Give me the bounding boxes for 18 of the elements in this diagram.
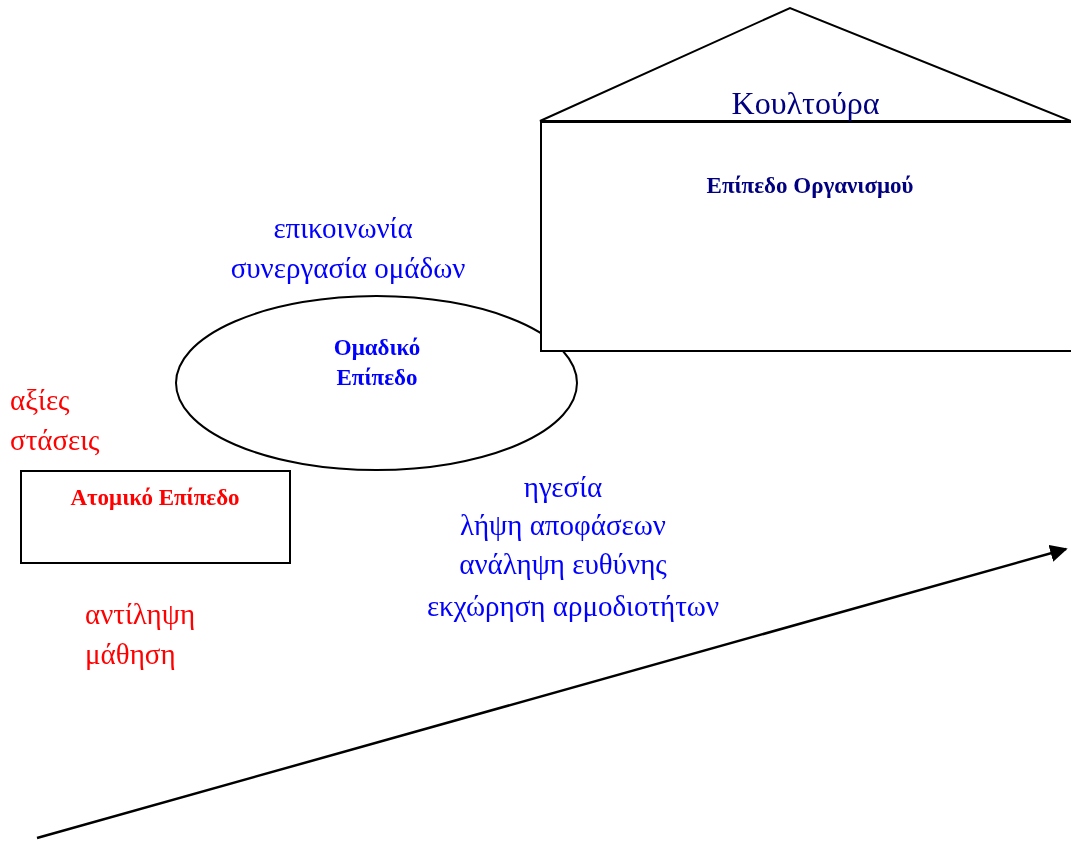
factor-label: εκχώρηση αρμοδιοτήτων	[426, 592, 720, 621]
factor-label: ηγεσία	[523, 473, 603, 502]
organization-box	[540, 121, 1071, 352]
node-label: Ομαδικό Επίπεδο	[332, 334, 422, 392]
factor-label: λήψη αποφάσεων	[460, 511, 666, 540]
factor-label: στάσεις	[10, 426, 100, 455]
roof-triangle	[540, 7, 1071, 122]
factor-label: συνεργασία ομάδων	[230, 254, 466, 283]
factor-label: αντίληψη	[85, 600, 196, 629]
node-label: Ατομικό Επίπεδο	[69, 484, 241, 512]
factor-label: αξίες	[10, 386, 70, 415]
group-ellipse	[175, 295, 578, 471]
individual-box	[20, 470, 291, 564]
node-label: Επίπεδο Οργανισμού	[705, 172, 915, 200]
factor-label: μάθηση	[85, 640, 176, 669]
node-label: Κουλτούρα	[730, 84, 881, 123]
factor-label: ανάληψη ευθύνης	[459, 550, 667, 579]
factor-label: επικοινωνία	[273, 214, 413, 243]
